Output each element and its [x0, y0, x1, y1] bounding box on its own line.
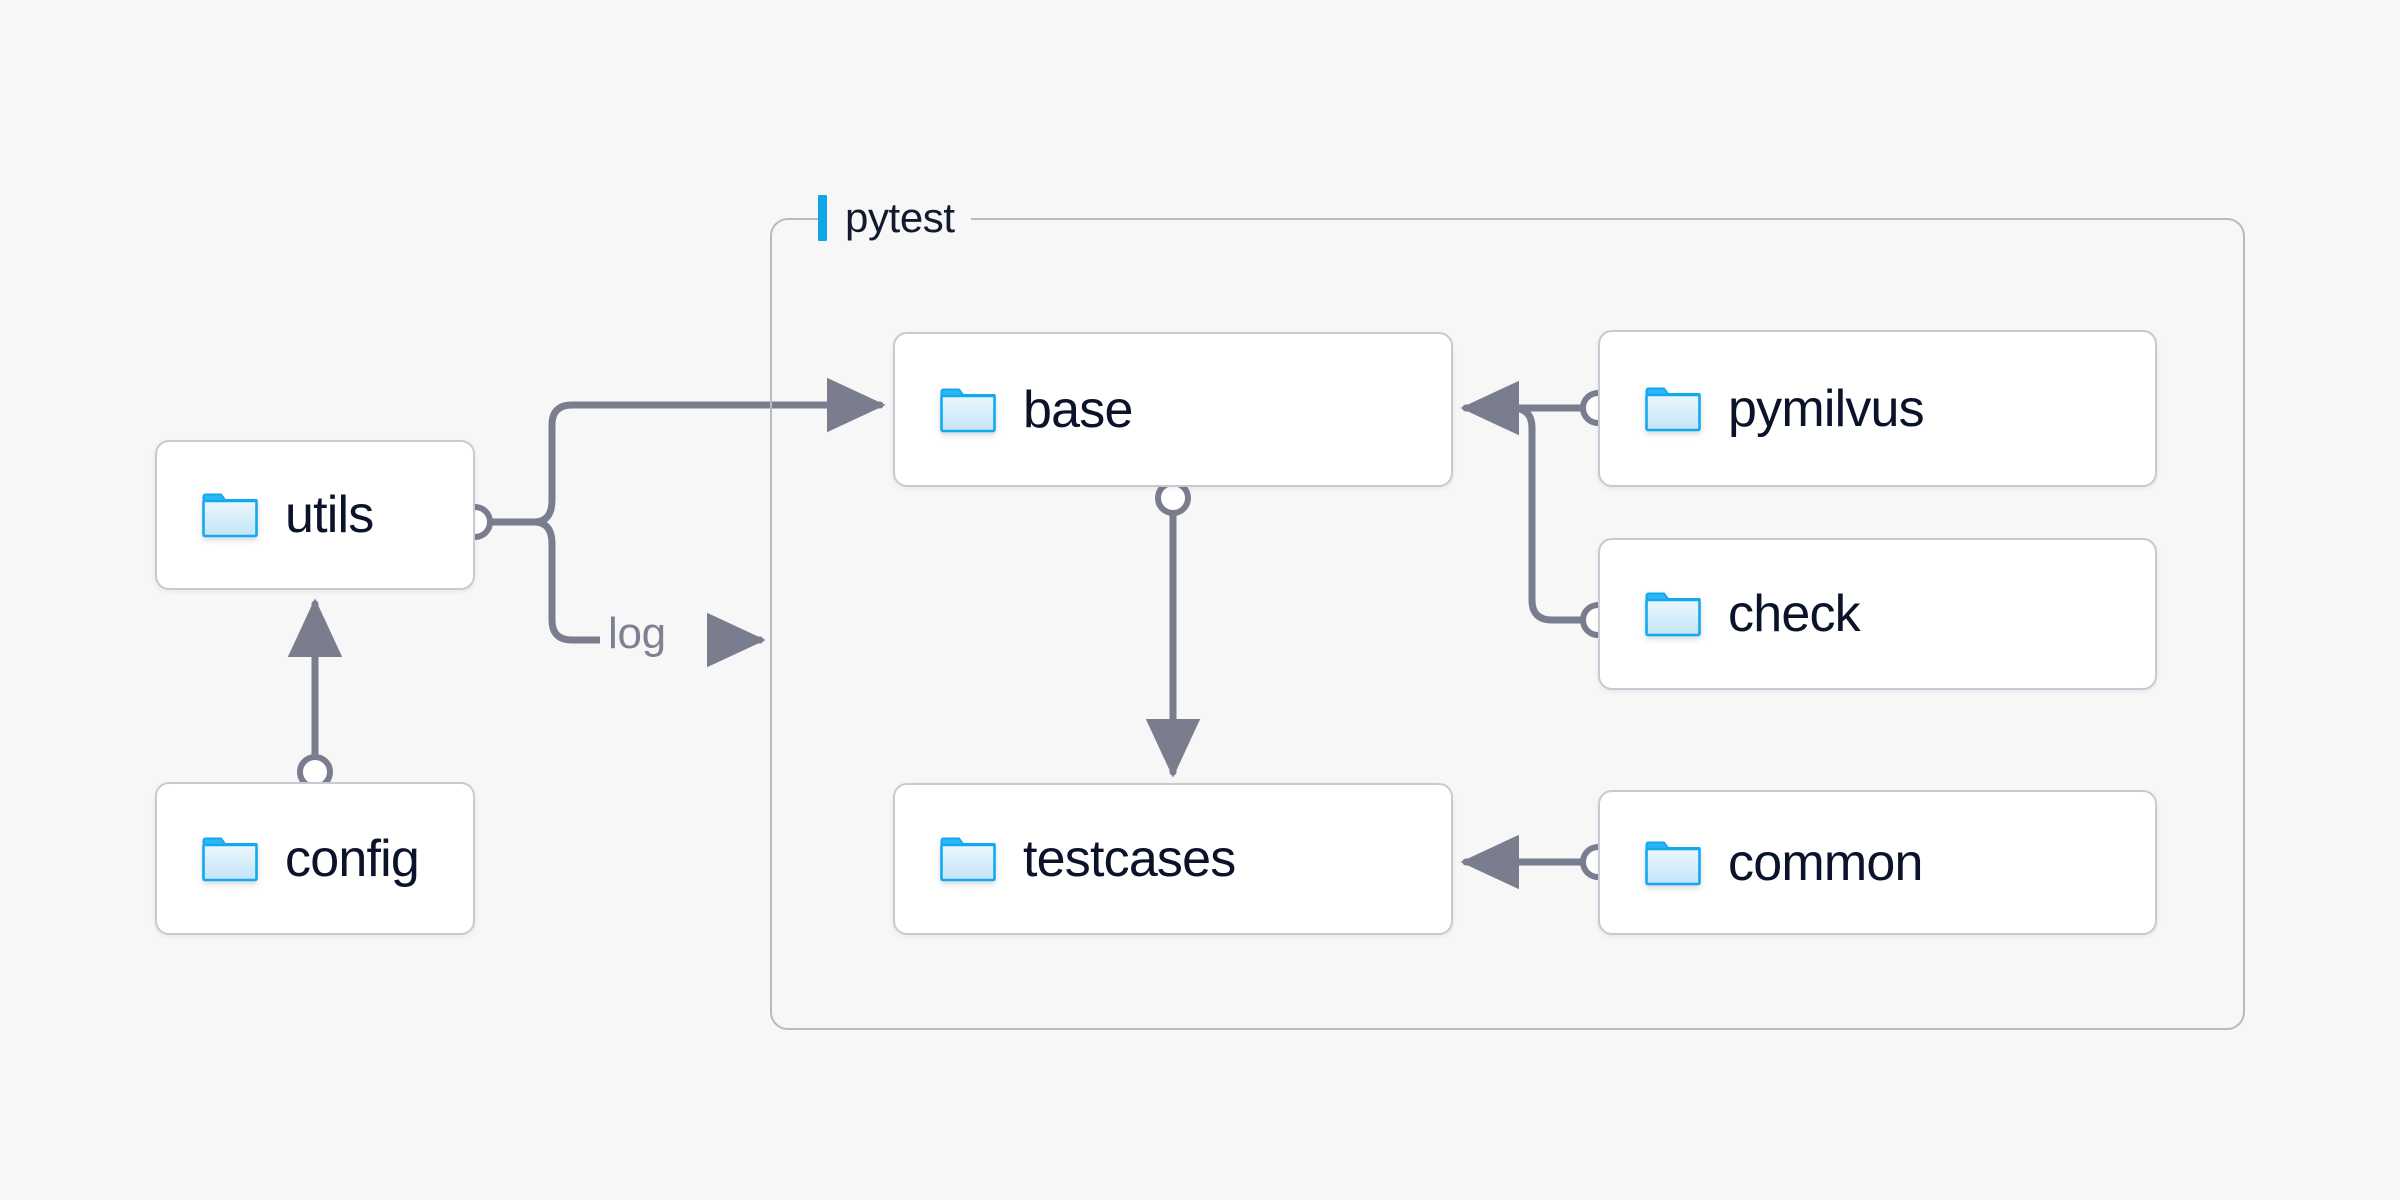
node-testcases-label: testcases [1023, 830, 1236, 888]
node-common-label: common [1728, 833, 1923, 892]
edge-label-log: log [600, 612, 674, 656]
node-utils-label: utils [285, 486, 374, 544]
node-pymilvus-label: pymilvus [1728, 379, 1925, 438]
node-common[interactable]: common [1598, 790, 2157, 935]
node-utils[interactable]: utils [155, 440, 475, 590]
node-base[interactable]: base [893, 332, 1453, 487]
node-pymilvus[interactable]: pymilvus [1598, 330, 2157, 487]
folder-icon [1645, 841, 1701, 885]
node-base-label: base [1023, 380, 1133, 439]
node-check[interactable]: check [1598, 538, 2157, 690]
folder-icon [202, 493, 258, 538]
folder-icon [1645, 592, 1701, 637]
folder-icon [1645, 387, 1701, 431]
folder-icon [940, 837, 996, 882]
group-pytest-label: pytest [818, 190, 971, 246]
node-check-label: check [1728, 585, 1861, 643]
node-config[interactable]: config [155, 782, 475, 935]
group-pytest-label-text: pytest [845, 194, 955, 241]
node-config-label: config [285, 829, 420, 888]
group-pytest[interactable] [770, 218, 2245, 1030]
node-testcases[interactable]: testcases [893, 783, 1453, 935]
group-accent-bar [818, 195, 827, 241]
edge-utils-to-pytest-log [530, 518, 604, 644]
folder-icon [202, 837, 258, 881]
folder-icon [940, 388, 996, 432]
